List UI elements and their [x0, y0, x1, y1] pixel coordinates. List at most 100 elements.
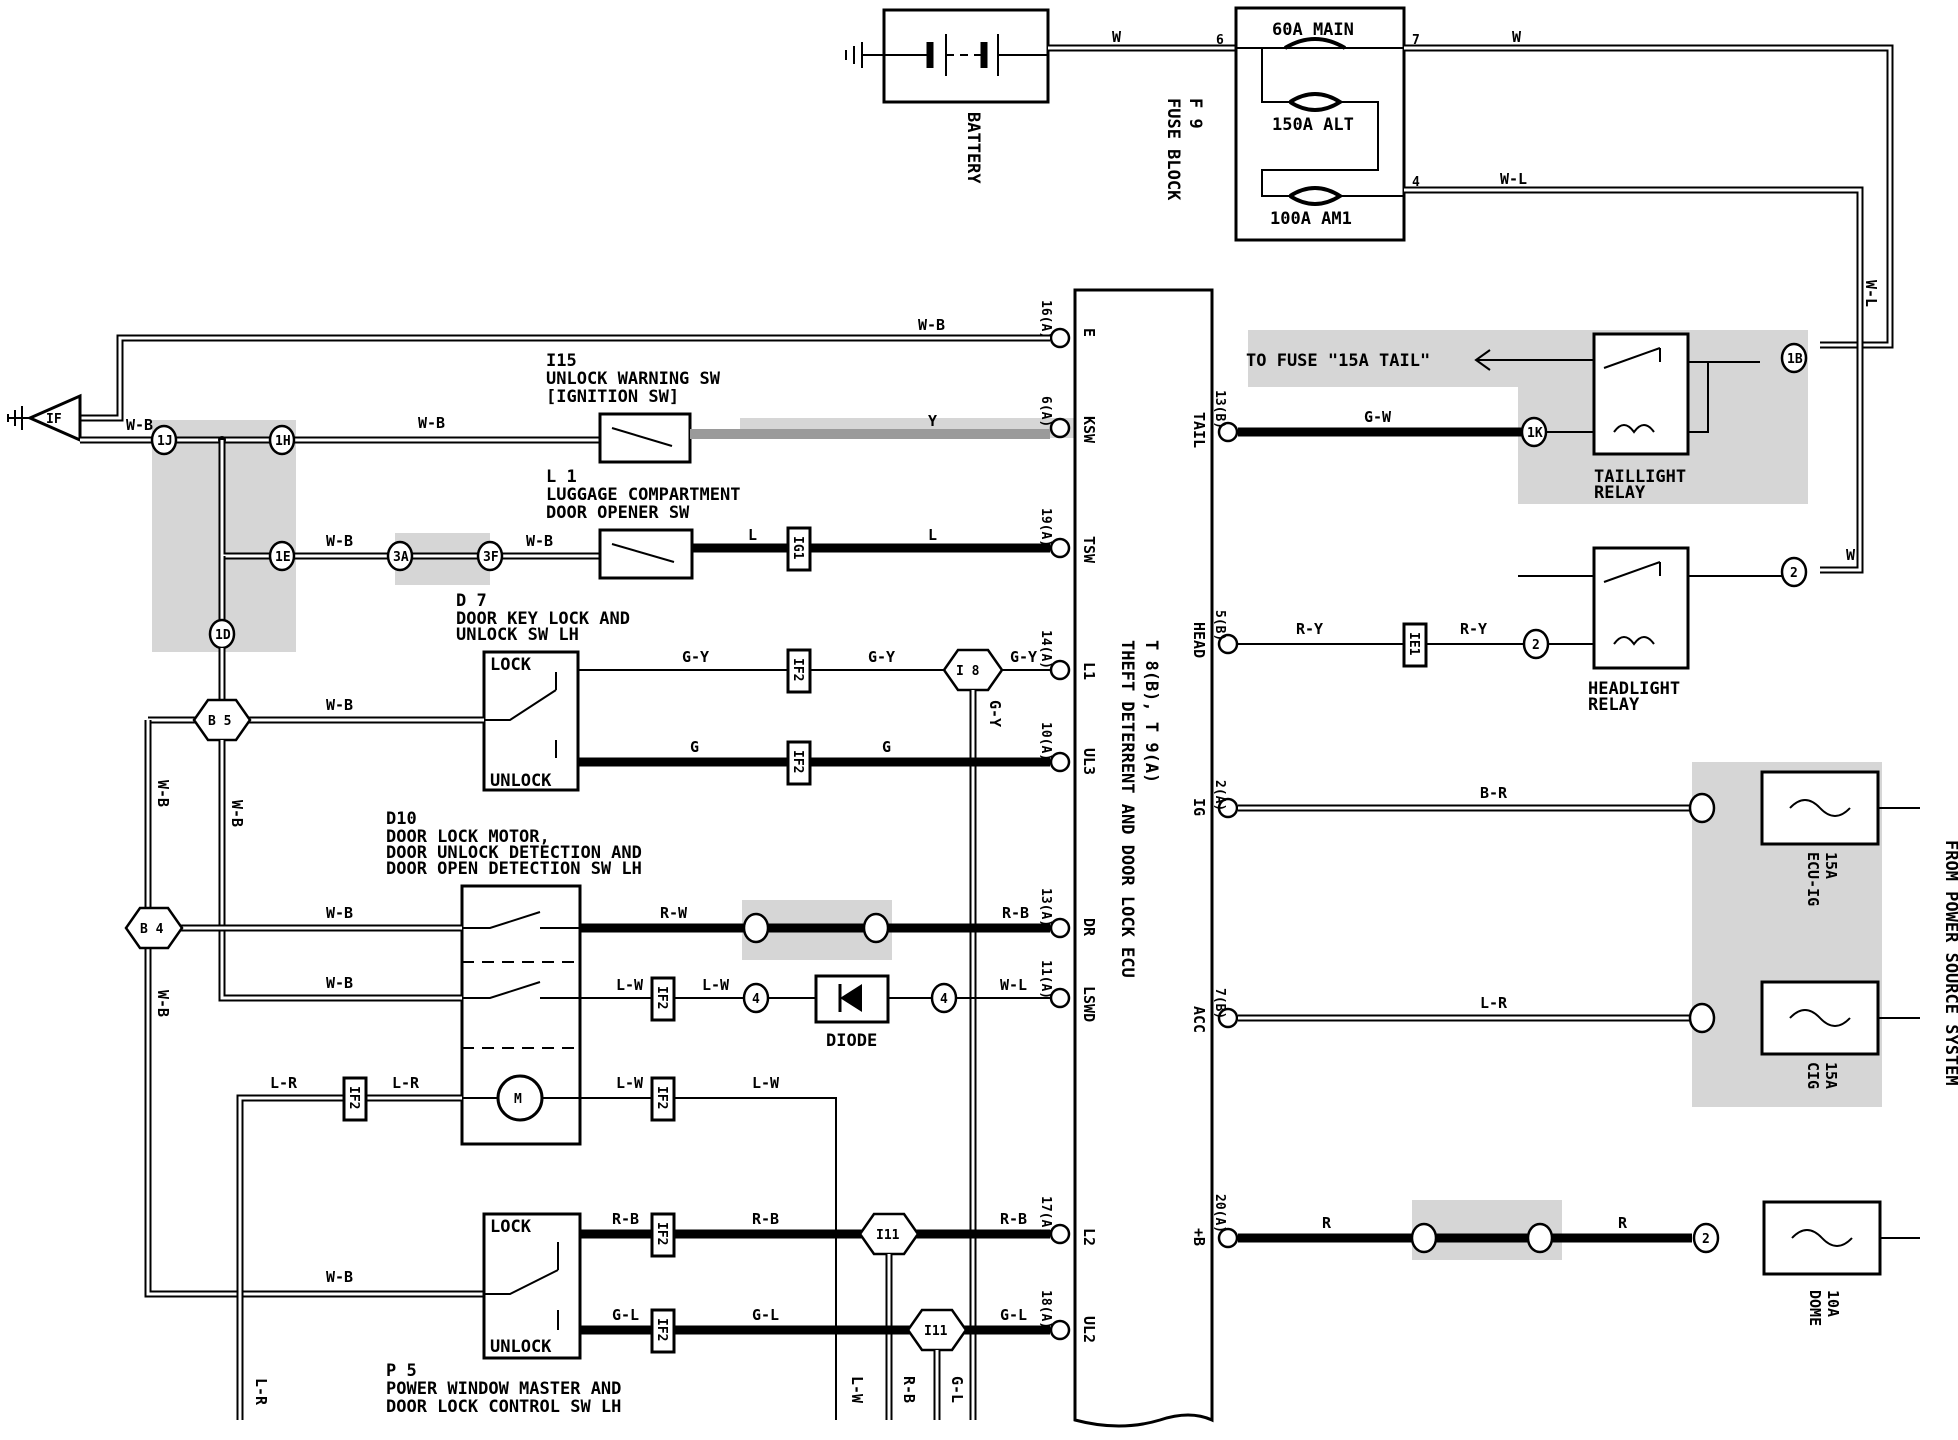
wire-label-gy1: G-Y — [682, 648, 709, 666]
connector-1j-label: 1J — [157, 434, 173, 449]
taillight-line1: TAILLIGHT — [1594, 467, 1686, 487]
connector-i11b — [906, 1308, 968, 1352]
svg-text:6(A): 6(A) — [1038, 396, 1053, 427]
connector-1d-label: 1D — [215, 628, 231, 643]
headlight-line2: RELAY — [1588, 695, 1640, 715]
connector-1h-label: 1H — [275, 434, 291, 449]
text: W-B — [154, 990, 172, 1017]
svg-text:17(A): 17(A) — [1038, 1196, 1053, 1235]
connector-i11a — [858, 1212, 920, 1256]
taillight-relay — [1592, 332, 1690, 456]
fuse-main-label: 60A MAIN — [1272, 20, 1354, 40]
connector-1h — [268, 424, 296, 456]
pin-ul2: UL2 — [1080, 1316, 1098, 1343]
connector-3f-label: 3F — [483, 550, 499, 565]
d7-unlock: UNLOCK — [490, 771, 552, 791]
wire-w-main — [1404, 44, 1894, 349]
wire-label-l1: L — [748, 526, 757, 544]
pin-ul3: UL3 — [1080, 748, 1098, 775]
ground-label: IF — [46, 412, 62, 427]
wire-label-rb2: R-B — [752, 1210, 779, 1228]
fuse-am1-label: 100A AM1 — [1270, 209, 1352, 229]
d7-line2: UNLOCK SW LH — [456, 625, 579, 645]
d7-contact — [484, 672, 557, 721]
connector-b4-label: B 4 — [140, 922, 164, 937]
text: G-L — [948, 1376, 966, 1403]
text: IE1 — [1406, 632, 1421, 656]
if2-connector-f — [650, 1212, 676, 1258]
pin-dr: DR — [1080, 918, 1098, 937]
connector-b4 — [124, 906, 184, 950]
wire-label-l2: L — [928, 526, 937, 544]
fuse-ecu-ig-amp: 15A — [1822, 852, 1840, 879]
p5-unlock: UNLOCK — [490, 1337, 552, 1357]
wire-label-wb-e: W-B — [918, 316, 945, 334]
pin-ig: IG — [1190, 798, 1208, 816]
connector-1e-label: 1E — [275, 550, 291, 565]
wire-label-wb-d10a: W-B — [326, 904, 353, 922]
d10-switch-b — [462, 981, 580, 999]
fuse-ecu-ig-name: ECU-IG — [1804, 852, 1822, 906]
wire-motor-lw — [580, 1097, 837, 1420]
connector-1k-ig — [1688, 792, 1716, 824]
wire-label-lr1: L-R — [270, 1074, 298, 1092]
connector-4b — [930, 982, 958, 1014]
wire-label-wl2: W-L — [1862, 280, 1880, 307]
svg-text:16(A): 16(A) — [1038, 300, 1053, 339]
wire-label-wb-ksw1: W-B — [126, 416, 153, 434]
battery-symbol — [845, 34, 1048, 76]
connector-1k-dr — [862, 912, 890, 944]
wire-label-wb-d7: W-B — [326, 696, 353, 714]
p5-switch — [482, 1212, 582, 1360]
text: 2 — [1790, 566, 1798, 581]
connector-1b-plusb — [1526, 1222, 1554, 1254]
wire-label-g1: G — [690, 738, 699, 756]
taillight-relay-contact — [1546, 347, 1760, 433]
motor-m: M — [514, 1092, 522, 1107]
wire-label-lw4: L-W — [752, 1074, 780, 1092]
text: W-B — [154, 780, 172, 807]
connector-1j — [150, 424, 178, 456]
text: IF2 — [654, 1086, 669, 1109]
taillight-line2: RELAY — [1594, 483, 1646, 503]
wire-label-g2: G — [882, 738, 891, 756]
text: IF2 — [346, 1086, 361, 1109]
d7-line1: DOOR KEY LOCK AND — [456, 609, 630, 629]
wire-label-w3: W — [1846, 546, 1856, 564]
fuse-alt-label: 150A ALT — [1272, 115, 1354, 135]
i15-line1: UNLOCK WARNING SW — [546, 369, 721, 389]
svg-text:10(A): 10(A) — [1038, 722, 1053, 761]
pin-acc: ACC — [1190, 1006, 1208, 1033]
text: IF2 — [790, 750, 805, 773]
wire-motor-lr — [236, 1094, 462, 1420]
ecu-box — [1073, 288, 1214, 1428]
headlight-relay — [1592, 546, 1690, 670]
wire-label-rb3: R-B — [1000, 1210, 1027, 1228]
pin-6: 6 — [1216, 33, 1224, 48]
wire-label-gl1: G-L — [612, 1306, 639, 1324]
connector-1b-tail — [1780, 342, 1808, 374]
connector-4a — [742, 982, 770, 1014]
connector-2-plusb — [1692, 1222, 1720, 1254]
wire-label-br: B-R — [1480, 784, 1508, 802]
connector-1d-plusb — [1410, 1222, 1438, 1254]
text: 2 — [1532, 638, 1540, 653]
wire-label-wb-tsw1: W-B — [326, 532, 353, 550]
l1-id: L 1 — [546, 467, 577, 487]
diode-box — [814, 974, 890, 1024]
text: G-Y — [986, 700, 1004, 727]
if2-connector-b — [786, 740, 812, 786]
wire-label-gl2: G-L — [752, 1306, 779, 1324]
wire-label-wb-p5: W-B — [326, 1268, 353, 1286]
d10-id: D10 — [386, 809, 417, 829]
wire-label-gy3: G-Y — [1010, 648, 1037, 666]
pin-lswd: LSWD — [1080, 986, 1098, 1022]
text: R-B — [900, 1376, 918, 1403]
connector-i8-label: I 8 — [956, 664, 980, 679]
l1-line2: DOOR OPENER SW — [546, 503, 690, 523]
p5-contact — [484, 1242, 559, 1295]
headlight-relay-contact — [1518, 561, 1790, 645]
text: IF2 — [654, 1318, 669, 1341]
pin-plus-b: +B — [1190, 1228, 1208, 1246]
pin-7: 7 — [1412, 33, 1420, 48]
